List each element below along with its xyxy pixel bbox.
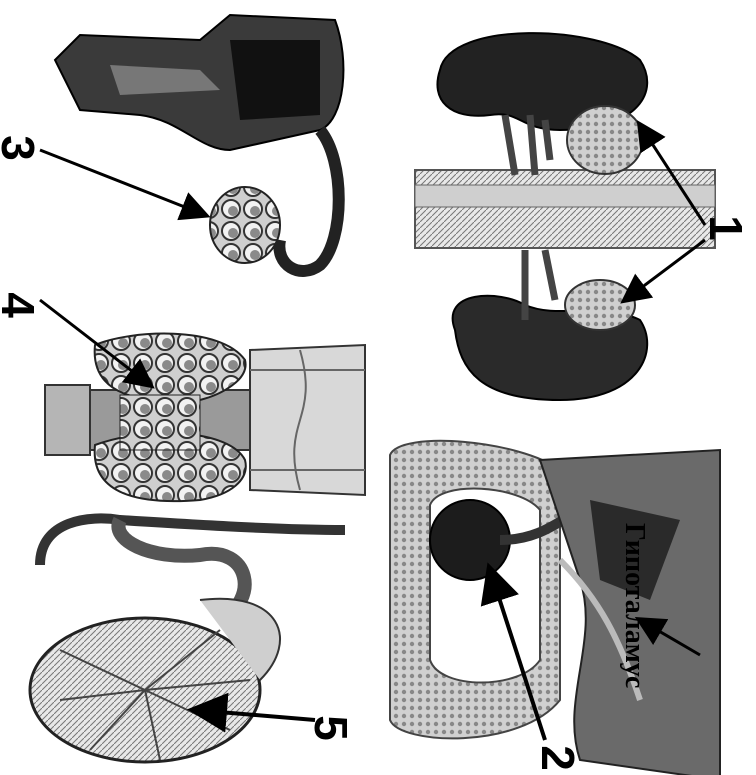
label-1: 1 <box>703 215 749 241</box>
thyroid-gland-icon <box>40 300 365 501</box>
label-4: 4 <box>0 292 41 318</box>
ovary-icon <box>40 15 343 271</box>
label-5: 5 <box>308 715 354 741</box>
label-3: 3 <box>0 135 41 161</box>
testis-icon <box>30 518 345 762</box>
adrenal-gland-icon <box>415 33 715 400</box>
hypothalamus-label: Гипоталамус <box>618 523 650 688</box>
label-2: 2 <box>535 745 581 771</box>
pituitary-gland-icon <box>390 441 720 775</box>
